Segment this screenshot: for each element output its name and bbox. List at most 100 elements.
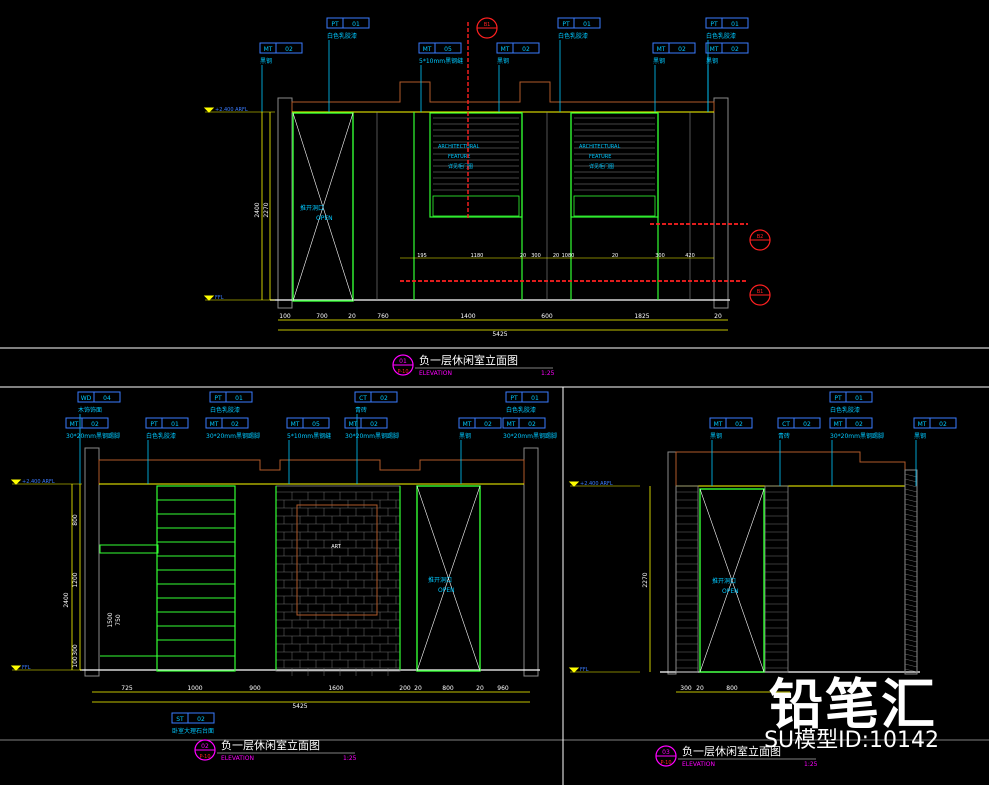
dimension-label: 20	[476, 685, 484, 692]
material-tag-description: 5*10mm黑钢缝	[419, 57, 463, 65]
material-tag-description: 黑钢	[710, 432, 722, 440]
level-label: +2.400 ARFL	[215, 107, 248, 113]
door-cross	[292, 112, 354, 302]
wall-hatch	[904, 643, 918, 648]
material-tag-description: 黑钢	[653, 57, 665, 65]
wall-hatch	[904, 618, 918, 623]
dimension-label: 300	[531, 253, 541, 259]
material-tag-number-text: 02	[370, 421, 378, 428]
dimension-label: 200	[399, 685, 411, 692]
material-tag-number	[573, 17, 601, 29]
wall-hatch	[904, 598, 918, 603]
wall-hatch	[904, 493, 918, 498]
cabinet-frame	[570, 112, 659, 218]
wall-right	[713, 97, 729, 309]
dimension-label: 800	[72, 514, 79, 526]
material-tag-number-text: 02	[484, 421, 492, 428]
door-panel	[699, 488, 765, 673]
dimension-label: 420	[685, 253, 695, 259]
level-marker-icon	[10, 479, 22, 485]
wall-hatch	[904, 663, 918, 668]
material-tag-number-text: 01	[235, 395, 243, 402]
door-cross	[699, 488, 765, 673]
wall-hatch	[904, 483, 918, 488]
side-shelf	[99, 544, 159, 554]
material-tag-description: 青砖	[355, 406, 367, 414]
view-number: 03	[662, 749, 670, 756]
material-tag-number	[81, 417, 109, 429]
wall-hatch	[904, 588, 918, 593]
wall-hatch	[904, 648, 918, 653]
cabinet-note: ARCHITECTURAL	[438, 144, 479, 150]
view-subtitle: ELEVATION	[419, 370, 452, 377]
material-tag-number-text: 02	[731, 46, 739, 53]
material-tag-number-text: 01	[855, 395, 863, 402]
view-number: 02	[201, 743, 209, 750]
material-tag-number-text: 02	[939, 421, 947, 428]
material-tag-number	[342, 17, 370, 29]
door-note: OPEN	[438, 587, 455, 594]
material-tag-description: 5*10mm黑钢缝	[287, 432, 331, 440]
material-tag-code-text: MT	[264, 46, 273, 53]
material-tag-code-text: PT	[214, 395, 222, 402]
dimension-label: 195	[417, 253, 427, 259]
material-tag-number-text: 02	[803, 421, 811, 428]
wall-left	[667, 451, 677, 675]
dimension-label: 750	[115, 614, 122, 626]
material-tag-code-text: WD	[81, 395, 92, 402]
material-tag-description: 卧室大理石台面	[172, 727, 214, 735]
brick-column	[675, 485, 699, 673]
cabinet-frame	[429, 112, 523, 218]
view-subtitle: ELEVATION	[682, 761, 715, 768]
dimension-label: 600	[541, 313, 553, 320]
art-frame	[296, 504, 378, 616]
material-tag-code-text: ST	[176, 716, 184, 723]
material-tag-code-text: PT	[510, 395, 518, 402]
dimension-label: 20	[612, 253, 618, 259]
wall-hatch	[904, 563, 918, 568]
dimension-label: 20	[714, 313, 722, 320]
material-tag-code-text: MT	[657, 46, 666, 53]
material-tag-code-text: MT	[501, 46, 510, 53]
dimension-label: 1080	[562, 253, 575, 259]
wall-hatch	[904, 473, 918, 478]
material-tag-number	[721, 17, 749, 29]
material-tag-description: 白色乳胶漆	[706, 32, 736, 40]
door-cross	[416, 485, 481, 672]
material-tag-number	[512, 42, 540, 54]
material-tag-number-text: 02	[735, 421, 743, 428]
door-note: OPEN	[316, 215, 333, 222]
material-tag-code-text: MT	[463, 421, 472, 428]
door-note: OPEN	[722, 588, 739, 595]
level-label: +2.400 ARFL	[22, 479, 55, 485]
wall-hatch	[904, 638, 918, 643]
dimension-label: 2400	[63, 592, 70, 607]
material-tag-code-text: MT	[423, 46, 432, 53]
cabinet-note: FEATURE	[589, 154, 611, 160]
material-tag-number-text: 02	[91, 421, 99, 428]
dimension-label: 1600	[328, 685, 343, 692]
level-label: FFL	[215, 295, 224, 301]
view-title: 负一层休闲室立面图	[419, 353, 518, 367]
dimension-label: 5425	[492, 331, 507, 338]
cabinet-base	[573, 195, 656, 217]
material-tag-number-text: 04	[103, 395, 111, 402]
wall-hatch	[904, 543, 918, 548]
door-note: 推开洞口	[300, 204, 324, 212]
view-badge: P-10	[660, 760, 671, 766]
wall-hatch	[904, 498, 918, 503]
material-tag-code-text: PT	[562, 21, 570, 28]
wall-hatch	[904, 538, 918, 543]
material-tag-number	[360, 417, 388, 429]
wall-hatch	[904, 528, 918, 533]
wall-hatch	[904, 583, 918, 588]
wall-hatch	[904, 568, 918, 573]
view-subtitle: ELEVATION	[221, 755, 254, 762]
material-tag-number	[721, 42, 749, 54]
dimension-label: 2270	[642, 572, 649, 587]
wall-hatch	[904, 608, 918, 613]
level-marker-icon	[10, 665, 22, 671]
wall-hatch	[904, 503, 918, 508]
wall-hatch	[904, 578, 918, 583]
